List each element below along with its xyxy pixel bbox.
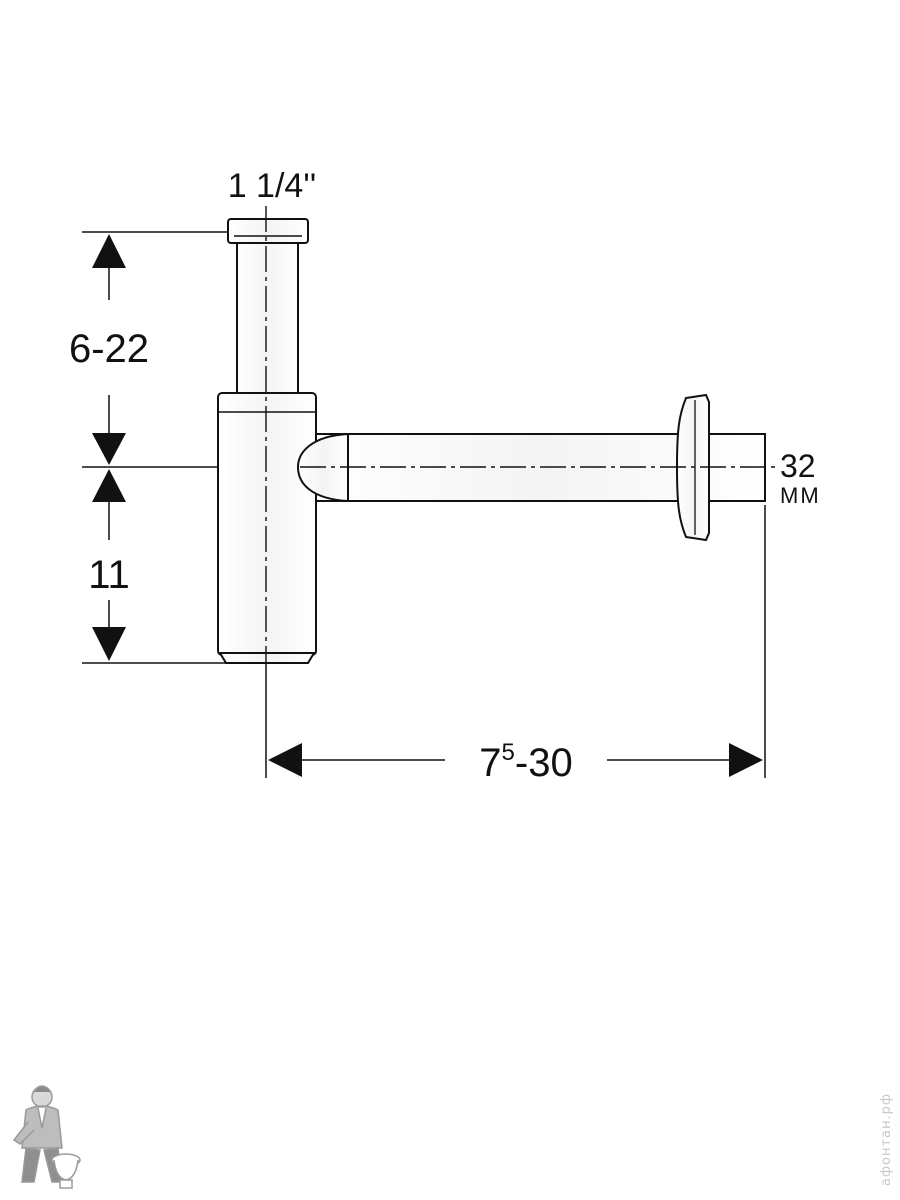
- inlet-size-label: 1 1/4'': [228, 167, 317, 205]
- arrow-left-icon: [268, 743, 302, 777]
- lower-height-dimension: 11: [88, 469, 130, 661]
- length-rest: -30: [515, 741, 573, 785]
- outlet-size-unit: мм: [780, 483, 821, 508]
- outlet-size-value: 32: [780, 448, 816, 484]
- inlet-tube: [236, 242, 299, 394]
- height-range-label: 6-22: [69, 327, 149, 371]
- trap-bottle: [217, 392, 317, 656]
- length-superscript: 5: [502, 739, 515, 766]
- arrow-right-icon: [729, 743, 763, 777]
- length-base: 7: [479, 741, 501, 785]
- watermark-text: афонтан.рф: [879, 1092, 894, 1186]
- arrow-down-icon: [92, 433, 126, 465]
- arrow-down-icon: [92, 627, 126, 661]
- extension-lines: [82, 231, 766, 778]
- trap-bottom-cap: [218, 652, 316, 664]
- bottle-trap: [217, 218, 766, 664]
- length-dimension: 75-30: [268, 739, 763, 785]
- length-label: 75-30: [479, 739, 572, 785]
- lower-height-label: 11: [88, 553, 130, 597]
- arrow-up-icon: [92, 234, 126, 268]
- arrow-up-icon: [92, 469, 126, 502]
- inlet-cap: [227, 218, 309, 244]
- height-range-dimension: 6-22: [69, 234, 149, 465]
- center-lines: [265, 206, 778, 665]
- plumber-logo-icon: [12, 1085, 81, 1189]
